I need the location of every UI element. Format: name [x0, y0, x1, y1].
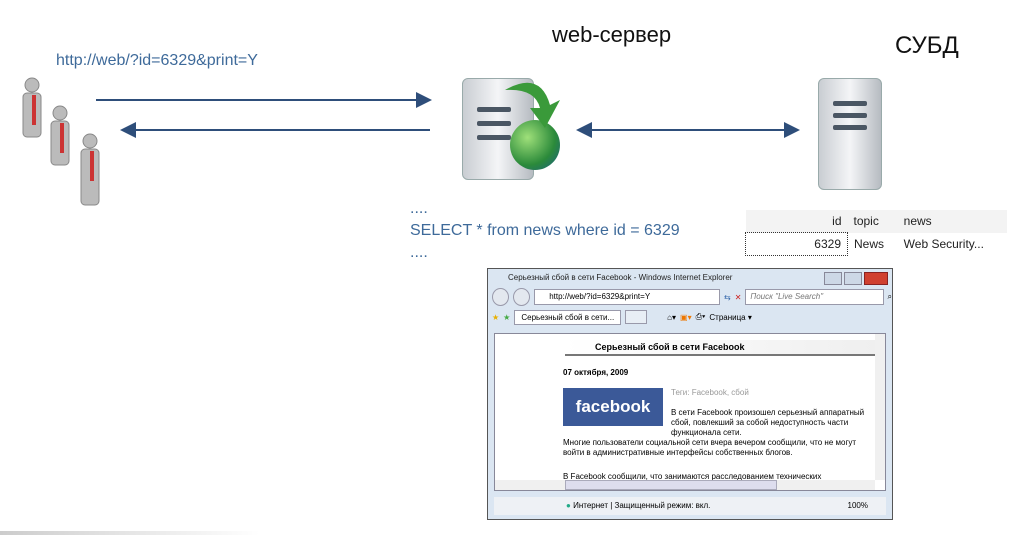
tab-active[interactable]: Серьезный сбой в сети... — [514, 309, 622, 325]
tab-row: ★ ★ Серьезный сбой в сети... ⌂▾ ▣▾ ⎙▾ Ст… — [488, 307, 892, 327]
stop-icon[interactable]: ✕ — [734, 292, 742, 302]
page-content: Серьезный сбой в сети Facebook 07 октябр… — [494, 333, 886, 491]
col-topic: topic — [847, 210, 898, 233]
rss-icon[interactable]: ▣▾ — [680, 312, 692, 322]
window-title: Серьезный сбой в сети Facebook - Windows… — [508, 273, 733, 282]
search-input[interactable]: Поиск "Live Search" — [745, 289, 884, 305]
close-button[interactable] — [864, 272, 888, 285]
status-text: Интернет | Защищенный режим: вкл. — [573, 501, 711, 510]
search-icon[interactable]: ⌕ — [887, 292, 892, 301]
article-tags: Теги: Facebook, сбой — [671, 388, 749, 397]
browser-window: Серьезный сбой в сети Facebook - Windows… — [487, 268, 893, 520]
ellipsis: .... — [410, 244, 428, 261]
window-controls — [824, 272, 888, 285]
page-menu[interactable]: Страница ▾ — [709, 312, 752, 322]
status-bar: ● Интернет | Защищенный режим: вкл. 100% — [494, 497, 886, 515]
new-tab-button[interactable] — [625, 310, 648, 324]
slide-shadow — [0, 531, 260, 535]
add-favorites-icon[interactable]: ★ — [503, 312, 511, 322]
db-server-icon — [818, 78, 882, 190]
article-para1b: Многие пользователи социальной сети вчер… — [563, 438, 857, 457]
facebook-logo: facebook — [563, 388, 663, 426]
scroll-thumb[interactable] — [565, 480, 777, 490]
article-title: Серьезный сбой в сети Facebook — [565, 340, 885, 356]
globe-status-icon: ● — [566, 501, 571, 510]
forward-button[interactable] — [513, 288, 531, 306]
article-para1a: В сети Facebook произошел серьезный аппа… — [671, 408, 865, 437]
sql-query: SELECT * from news where id = 6329 — [410, 222, 680, 239]
address-input[interactable]: http://web/?id=6329&print=Y — [534, 289, 721, 305]
article-date: 07 октября, 2009 — [563, 368, 629, 377]
address-bar-row: http://web/?id=6329&print=Y ⇆ ✕ Поиск "L… — [488, 287, 892, 307]
maximize-button[interactable] — [844, 272, 862, 285]
horizontal-scrollbar[interactable] — [495, 480, 875, 490]
table-row: 6329 News Web Security... — [745, 232, 1007, 256]
dbms-label: СУБД — [895, 32, 959, 59]
vertical-scrollbar[interactable] — [875, 334, 885, 480]
web-server-label: web-сервер — [552, 22, 672, 47]
minimize-button[interactable] — [824, 272, 842, 285]
cell-topic: News — [854, 237, 885, 251]
col-id: id — [745, 210, 848, 233]
article-para2: В Facebook сообщили, что занимаются расс… — [563, 472, 822, 481]
globe-icon — [510, 120, 560, 170]
cell-id: 6329 — [745, 232, 848, 256]
favorites-star-icon[interactable]: ★ — [492, 312, 500, 322]
home-icon[interactable]: ⌂▾ — [667, 312, 677, 322]
refresh-icon[interactable]: ⇆ — [724, 292, 731, 302]
back-button[interactable] — [492, 288, 510, 306]
green-arrow-icon — [505, 82, 560, 128]
col-news: news — [897, 210, 1007, 233]
request-url: http://web/?id=6329&print=Y — [56, 52, 258, 69]
cell-news: Web Security... — [903, 237, 984, 251]
sql-query-block: .... SELECT * from news where id = 6329 … — [410, 198, 680, 264]
zoom-level[interactable]: 100% — [847, 501, 868, 510]
ellipsis: .... — [410, 200, 428, 217]
print-icon[interactable]: ⎙▾ — [695, 312, 706, 321]
